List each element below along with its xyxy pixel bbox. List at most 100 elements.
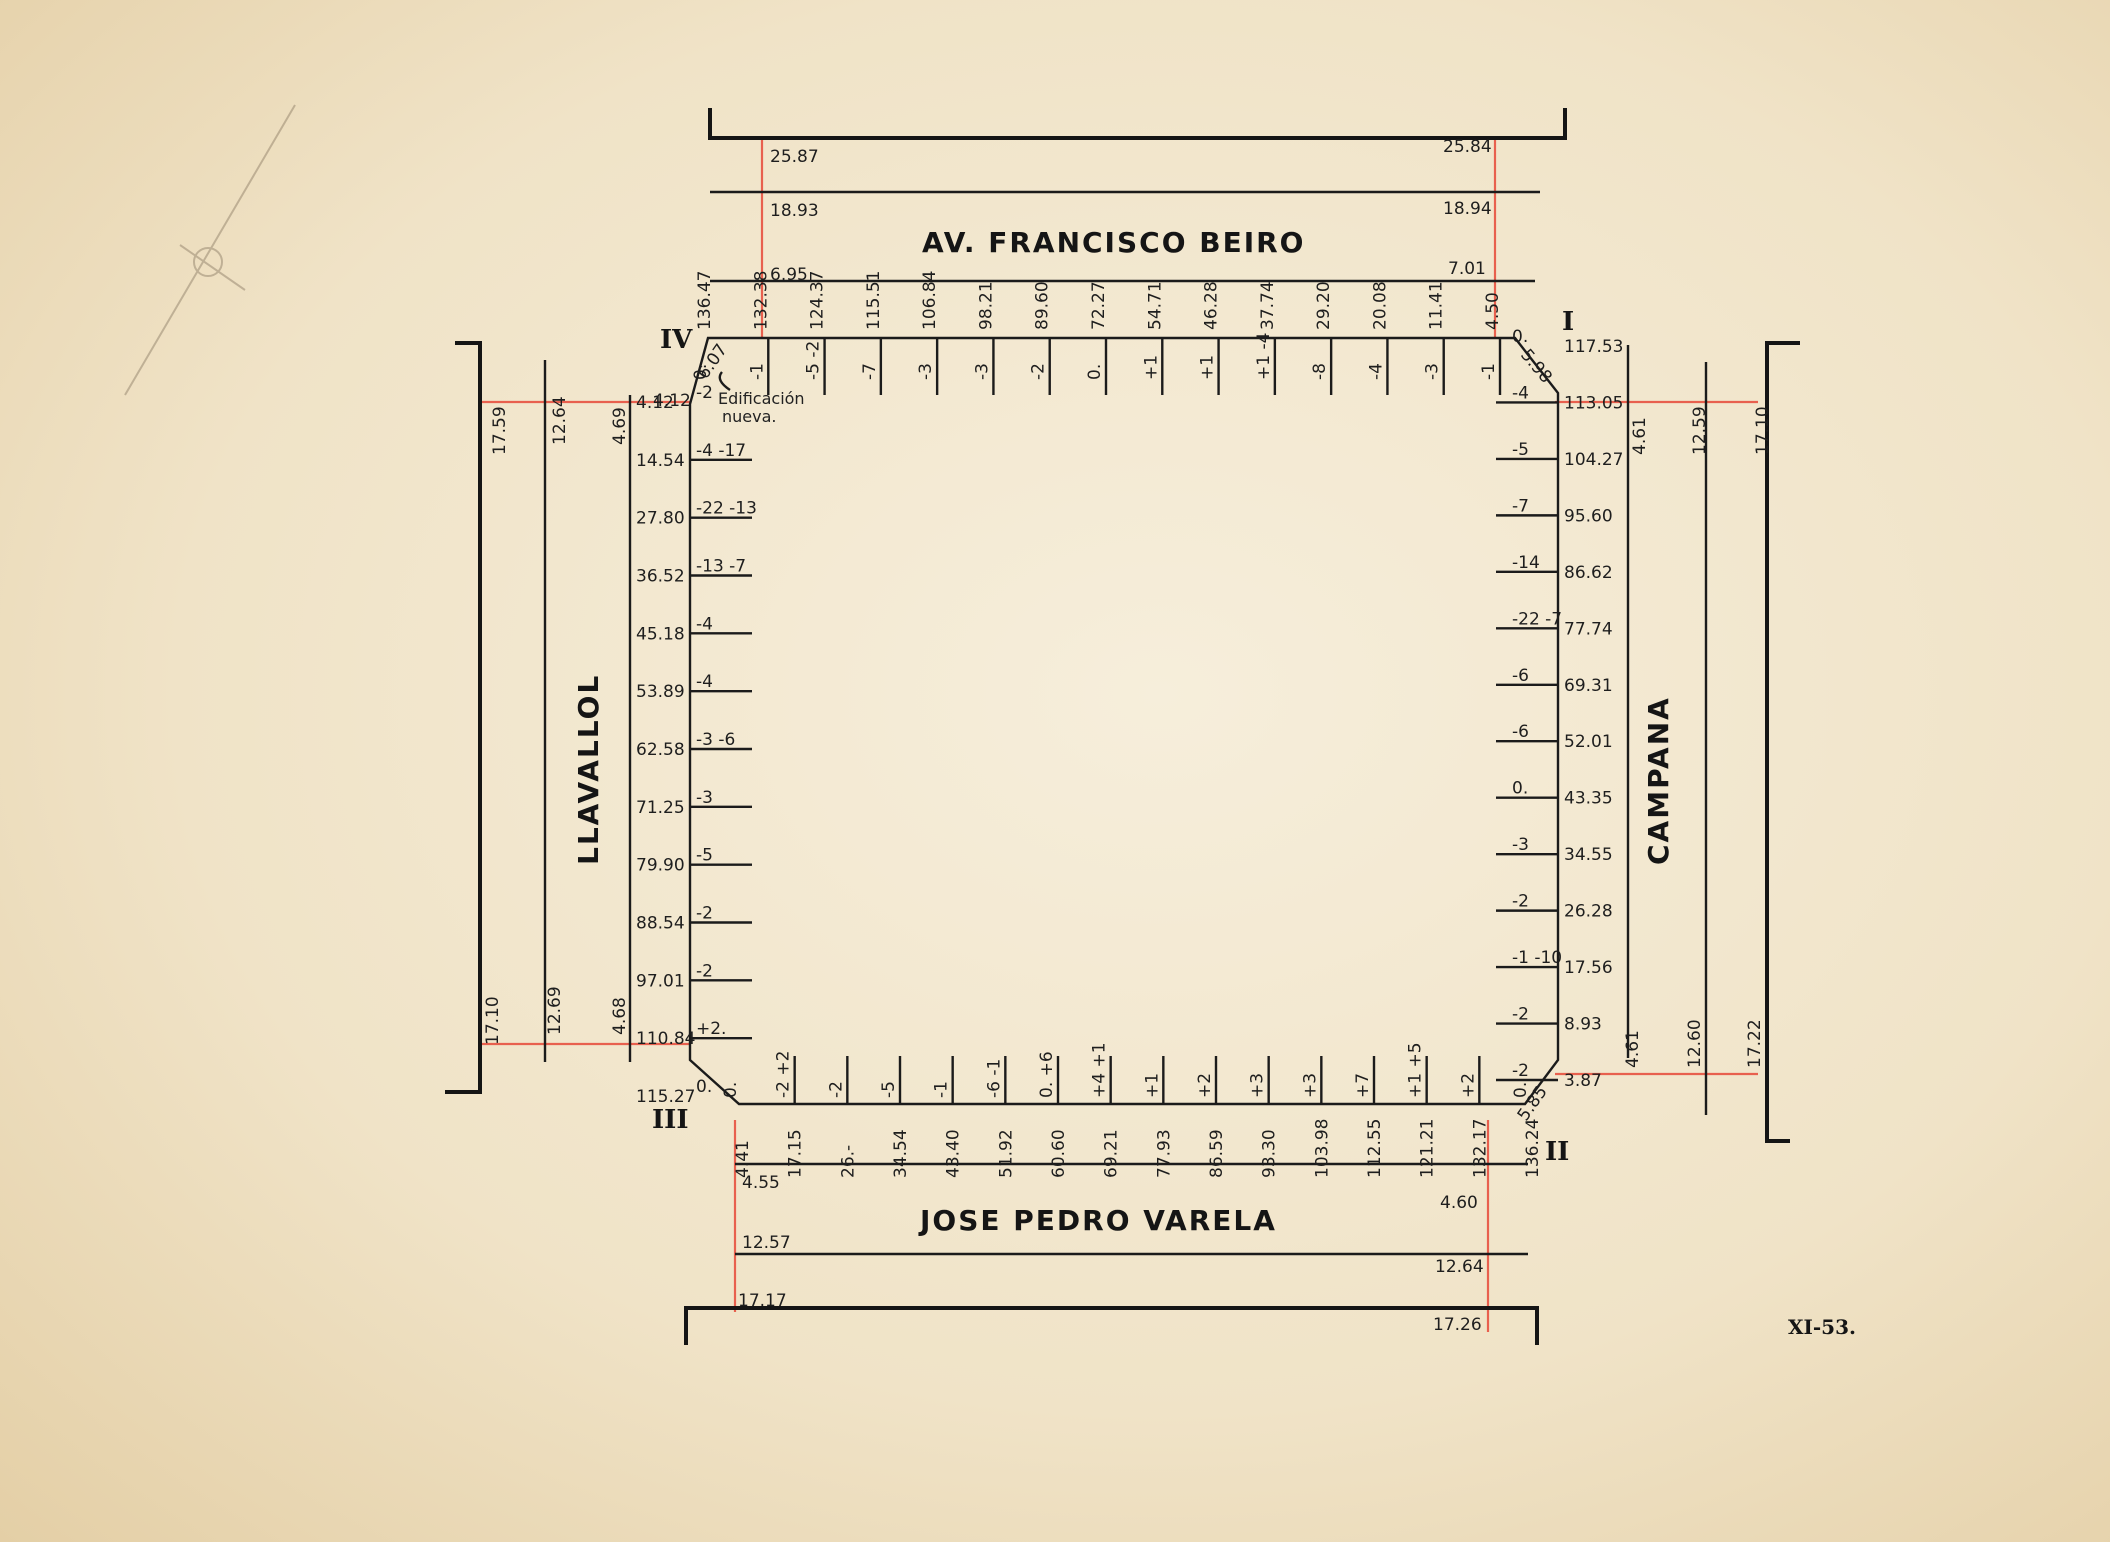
map-frame xyxy=(445,108,1800,1345)
point-distance: 17.56 xyxy=(1564,958,1613,978)
point-distance: 26.- xyxy=(838,1145,858,1178)
point-distance: 45.18 xyxy=(636,624,685,644)
note-arrow xyxy=(718,371,731,391)
point-distance: 14.54 xyxy=(636,451,685,471)
point-distance: 4.41 xyxy=(733,1140,753,1178)
point-distance: 34.54 xyxy=(891,1129,911,1178)
point-level: -5 xyxy=(1512,440,1529,460)
corner-label-nw: IV xyxy=(660,325,693,355)
note-line-2: nueva. xyxy=(722,407,776,426)
point-distance: 36.52 xyxy=(636,567,685,587)
width-label: 7.01 xyxy=(1448,259,1486,279)
width-label: 12.69 xyxy=(545,986,565,1035)
point-level: -4 xyxy=(1366,363,1386,380)
street-name-west: LLAVALLOL xyxy=(572,674,605,865)
point-level: 0. xyxy=(1512,327,1528,347)
point-level: -8 xyxy=(1310,363,1330,380)
point-level: 0. xyxy=(1085,364,1105,380)
point-distance: 4.12 xyxy=(636,393,674,413)
point-distance: 88.54 xyxy=(636,914,685,934)
point-distance: 54.71 xyxy=(1145,281,1165,330)
point-level: -1 xyxy=(932,1081,952,1098)
point-distance: 132.38 xyxy=(751,271,771,330)
point-distance: 77.74 xyxy=(1564,619,1613,639)
point-level: -4 xyxy=(696,672,713,692)
point-level: -3 xyxy=(1512,835,1529,855)
point-level: -2 xyxy=(1512,1061,1529,1081)
point-distance: 69.21 xyxy=(1102,1129,1122,1178)
corner-label-sw: III xyxy=(652,1105,689,1135)
width-label: 17.10 xyxy=(1753,406,1773,455)
point-level: +1 -4 xyxy=(1254,333,1274,380)
width-label: 17.22 xyxy=(1745,1019,1765,1068)
point-level: 0. xyxy=(1512,779,1528,799)
point-distance: 79.90 xyxy=(636,856,685,876)
point-level: 0. xyxy=(721,1082,741,1098)
point-level: -3 xyxy=(916,363,936,380)
point-level: -2 xyxy=(1512,892,1529,912)
point-level: -5 -2 xyxy=(804,341,824,380)
width-label: 25.84 xyxy=(1443,137,1492,157)
point-distance: 117.53 xyxy=(1564,337,1623,357)
width-label: 4.12 xyxy=(653,391,691,411)
point-distance: 86.59 xyxy=(1207,1129,1227,1178)
width-label: 12.64 xyxy=(550,396,570,445)
point-level: -22 -13 xyxy=(696,499,757,519)
point-distance: 8.93 xyxy=(1564,1015,1602,1035)
point-level: -5 xyxy=(879,1081,899,1098)
point-level: -2 xyxy=(696,961,713,981)
point-level: +2 xyxy=(1458,1073,1478,1098)
width-label: 17.59 xyxy=(490,406,510,455)
point-level: -6 -1 xyxy=(984,1059,1004,1098)
point-distance: 112.55 xyxy=(1365,1119,1385,1178)
point-distance: 37.74 xyxy=(1258,281,1278,330)
point-level: -2 +2 xyxy=(774,1051,794,1098)
point-level: -2 xyxy=(1512,1005,1529,1025)
point-distance: 27.80 xyxy=(636,509,685,529)
point-level: +3 xyxy=(1248,1073,1268,1098)
point-level: -2 xyxy=(1029,363,1049,380)
north-arrow-icon xyxy=(124,104,296,396)
width-label: 18.94 xyxy=(1443,199,1492,219)
point-distance: 29.20 xyxy=(1314,281,1334,330)
width-label: 4.55 xyxy=(742,1173,780,1193)
point-level: -7 xyxy=(860,363,880,380)
point-level: -3 xyxy=(696,788,713,808)
width-label: 17.17 xyxy=(738,1291,787,1311)
point-distance: 86.62 xyxy=(1564,563,1613,583)
point-distance: 77.93 xyxy=(1154,1129,1174,1178)
point-level: +7 xyxy=(1353,1073,1373,1098)
street-edges xyxy=(543,190,1708,1256)
corner-label-se: II xyxy=(1545,1137,1569,1167)
street-name-south: JOSE PEDRO VARELA xyxy=(918,1204,1277,1237)
point-level: 0. xyxy=(691,364,711,380)
width-label: 4.68 xyxy=(610,997,630,1035)
point-level: -3 xyxy=(972,363,992,380)
point-distance: 3.87 xyxy=(1564,1071,1602,1091)
width-label: 4.60 xyxy=(1440,1193,1478,1213)
width-label: 12.60 xyxy=(1685,1019,1705,1068)
point-level: +1 xyxy=(1142,1073,1162,1098)
point-level: -22 -7 xyxy=(1512,609,1562,629)
point-level: -4 -17 xyxy=(696,441,746,461)
width-label: 4.61 xyxy=(1630,417,1650,455)
point-distance: 121.21 xyxy=(1418,1119,1438,1178)
width-label: 4.69 xyxy=(610,407,630,445)
width-label: 4.61 xyxy=(1623,1030,1643,1068)
point-distance: 98.21 xyxy=(976,281,996,330)
width-label: 12.59 xyxy=(1690,406,1710,455)
point-distance: 52.01 xyxy=(1564,732,1613,752)
point-distance: 136.24 xyxy=(1523,1119,1543,1178)
point-level: -14 xyxy=(1512,553,1540,573)
point-distance: 89.60 xyxy=(1033,281,1053,330)
point-level: +1 xyxy=(1198,355,1218,380)
point-distance: 132.17 xyxy=(1470,1119,1490,1178)
street-width-lines xyxy=(480,138,1758,1332)
point-distance: 97.01 xyxy=(636,971,685,991)
corner-label-ne: I xyxy=(1562,307,1574,337)
point-distance: 20.08 xyxy=(1370,281,1390,330)
